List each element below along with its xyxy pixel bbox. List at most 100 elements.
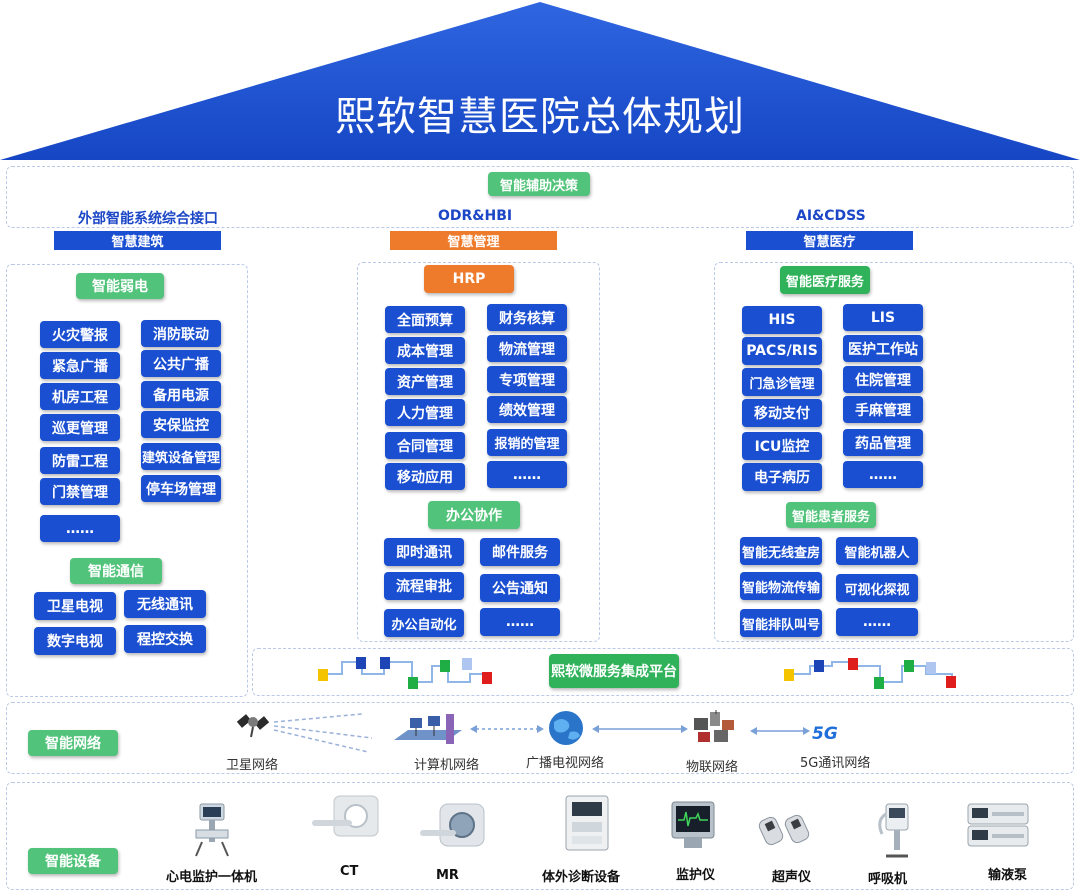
building-item[interactable]: 火灾警报: [40, 321, 120, 348]
building-item[interactable]: 安保监控: [141, 411, 221, 438]
building-item[interactable]: 机房工程: [40, 383, 120, 410]
device-caption: CT: [340, 864, 359, 879]
medical-item[interactable]: 电子病历: [742, 463, 822, 491]
ecg-monitor-icon: [195, 803, 229, 857]
ventilator-icon: [878, 803, 909, 858]
patient-monitor-icon: [671, 801, 715, 848]
office-item[interactable]: 邮件服务: [480, 538, 560, 566]
device-caption: 呼吸机: [868, 872, 908, 887]
device-caption: 输液泵: [988, 868, 1028, 883]
section-medical-service[interactable]: 智能医疗服务: [780, 266, 870, 294]
infusion-pump-icon: [967, 803, 1029, 847]
management-item[interactable]: 人力管理: [385, 399, 465, 426]
platform-button[interactable]: 熙软微服务集成平台: [549, 654, 679, 688]
building-panel: [6, 264, 248, 697]
5g-icon: 5G: [812, 724, 838, 744]
medical-item[interactable]: ICU监控: [742, 432, 822, 460]
building-item[interactable]: 门禁管理: [40, 478, 120, 505]
patient-item[interactable]: 智能排队叫号: [740, 609, 822, 637]
building-item[interactable]: 公共广播: [141, 350, 221, 377]
medical-item[interactable]: 手麻管理: [843, 396, 923, 423]
network-caption: 物联网络: [686, 760, 739, 775]
patient-item[interactable]: 智能无线查房: [740, 537, 822, 565]
connector-chain-right: [784, 658, 956, 689]
patient-item[interactable]: 智能物流传输: [740, 572, 822, 600]
devices-label[interactable]: 智能设备: [28, 848, 118, 874]
management-item[interactable]: 移动应用: [385, 463, 465, 490]
medical-item[interactable]: HIS: [742, 306, 822, 334]
bar-smart-management[interactable]: 智慧管理: [390, 231, 557, 250]
solid-arrow: [592, 725, 688, 733]
office-item[interactable]: 流程审批: [384, 572, 464, 600]
network-label[interactable]: 智能网络: [28, 730, 118, 756]
medical-item[interactable]: PACS/RIS: [742, 337, 822, 365]
ivd-analyzer-icon: [565, 795, 609, 851]
device-caption: 超声仪: [772, 870, 812, 885]
office-item[interactable]: 即时通讯: [384, 538, 464, 566]
mr-scanner-icon: [420, 803, 485, 847]
management-item[interactable]: 专项管理: [487, 366, 567, 393]
section-communication[interactable]: 智能通信: [70, 558, 162, 584]
patient-item-more[interactable]: ……: [836, 608, 918, 636]
iot-devices-icon: [694, 710, 734, 742]
building-item[interactable]: 建筑设备管理: [141, 443, 221, 470]
decision-band: [6, 166, 1074, 228]
management-item[interactable]: 成本管理: [385, 337, 465, 364]
medical-item[interactable]: 医护工作站: [843, 335, 923, 362]
building-item-more[interactable]: ……: [40, 515, 120, 542]
bar-smart-medical[interactable]: 智慧医疗: [746, 231, 913, 250]
comm-item[interactable]: 卫星电视: [34, 592, 116, 620]
building-item[interactable]: 紧急广播: [40, 352, 120, 379]
comm-item[interactable]: 无线通讯: [124, 590, 206, 618]
network-caption: 广播电视网络: [526, 756, 605, 771]
office-item[interactable]: 办公自动化: [384, 609, 464, 637]
signal-lines: [273, 713, 373, 753]
patient-item[interactable]: 可视化探视: [836, 574, 918, 602]
comm-item[interactable]: 数字电视: [34, 627, 116, 655]
management-item[interactable]: 资产管理: [385, 368, 465, 395]
management-item-more[interactable]: ……: [487, 461, 567, 488]
medical-item[interactable]: 移动支付: [742, 399, 822, 427]
comm-item[interactable]: 程控交换: [124, 625, 206, 653]
right-heading: AI&CDSS: [796, 208, 866, 224]
network-caption: 计算机网络: [414, 758, 480, 773]
decision-button[interactable]: 智能辅助决策: [488, 172, 590, 196]
management-item[interactable]: 财务核算: [487, 304, 567, 331]
management-item[interactable]: 全面预算: [385, 306, 465, 333]
devices-band: [6, 782, 1074, 890]
ultrasound-icon: [758, 814, 810, 846]
office-item-more[interactable]: ……: [480, 608, 560, 636]
section-office[interactable]: 办公协作: [428, 501, 520, 529]
building-item[interactable]: 停车场管理: [141, 475, 221, 502]
device-caption: 心电监护一体机: [166, 870, 258, 885]
computer-network-icon: [394, 714, 462, 744]
office-item[interactable]: 公告通知: [480, 574, 560, 602]
network-band: [6, 702, 1074, 774]
satellite-icon: [236, 714, 270, 738]
medical-item[interactable]: 门急诊管理: [742, 368, 822, 396]
section-weak-current[interactable]: 智能弱电: [76, 273, 164, 299]
medical-panel: [714, 262, 1074, 642]
section-patient-service[interactable]: 智能患者服务: [786, 502, 876, 528]
management-item[interactable]: 合同管理: [385, 432, 465, 459]
building-item[interactable]: 防雷工程: [40, 447, 120, 474]
management-item[interactable]: 报销的管理: [487, 429, 567, 456]
management-item[interactable]: 物流管理: [487, 335, 567, 362]
building-item[interactable]: 巡更管理: [40, 414, 120, 441]
bar-smart-building[interactable]: 智慧建筑: [54, 231, 221, 250]
medical-item[interactable]: 药品管理: [843, 429, 923, 456]
device-caption: 体外诊断设备: [542, 870, 621, 885]
medical-item-more[interactable]: ……: [843, 461, 923, 488]
section-hrp[interactable]: HRP: [424, 265, 514, 293]
page-title: 熙软智慧医院总体规划: [335, 94, 745, 140]
mid-heading: ODR&HBI: [438, 208, 513, 224]
medical-item[interactable]: LIS: [843, 304, 923, 331]
building-item[interactable]: 消防联动: [141, 320, 221, 347]
management-item[interactable]: 绩效管理: [487, 396, 567, 423]
roof-triangle: [0, 2, 1080, 160]
building-item[interactable]: 备用电源: [141, 381, 221, 408]
dashed-arrow: [470, 725, 544, 733]
solid-arrow: [750, 727, 810, 735]
patient-item[interactable]: 智能机器人: [836, 537, 918, 565]
medical-item[interactable]: 住院管理: [843, 366, 923, 393]
